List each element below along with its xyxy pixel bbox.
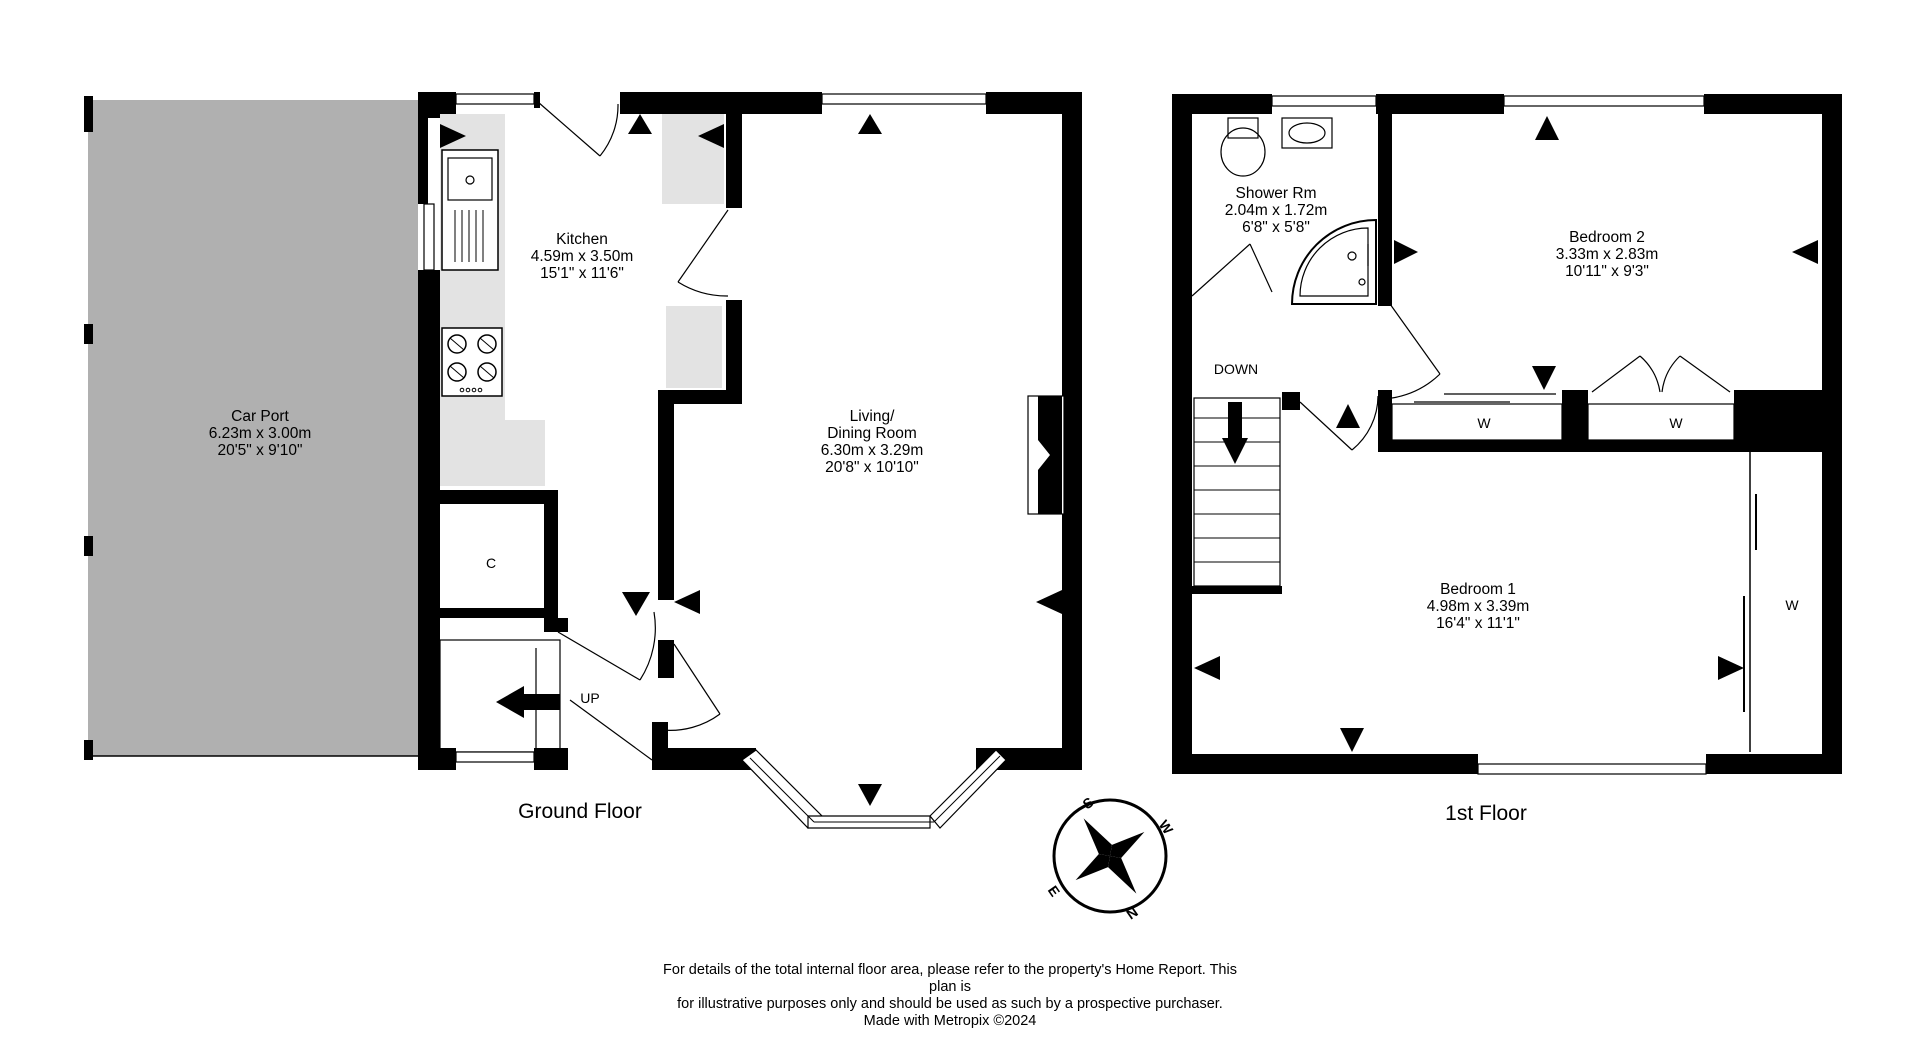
kitchen-metric: 4.59m x 3.50m xyxy=(531,248,634,265)
compass-north: N xyxy=(1123,904,1140,923)
stairs-up-label: UP xyxy=(580,690,599,706)
disclaimer: For details of the total internal floor … xyxy=(660,962,1240,1030)
bedroom1-name: Bedroom 1 xyxy=(1440,581,1516,598)
ground-floor-label: Ground Floor xyxy=(518,800,642,823)
wardrobe-label-3: W xyxy=(1785,597,1799,613)
car-port-imperial: 20'5" x 9'10" xyxy=(217,442,302,459)
living-name-line1: Living/ xyxy=(850,408,895,425)
compass-east: E xyxy=(1045,883,1063,900)
kitchen-name: Kitchen xyxy=(556,231,608,248)
first-floor-label: 1st Floor xyxy=(1445,802,1527,825)
ground-floor: Car Port 6.23m x 3.00m 20'5" x 9'10" Kit… xyxy=(84,92,1082,829)
dimension-markers xyxy=(440,114,1062,806)
bedroom2-name: Bedroom 2 xyxy=(1569,229,1645,246)
disclaimer-line2: for illustrative purposes only and shoul… xyxy=(677,996,1223,1012)
disclaimer-line1: For details of the total internal floor … xyxy=(663,962,1237,995)
first-floor-markers xyxy=(1194,116,1818,752)
compass-west: W xyxy=(1156,817,1177,838)
first-floor-walls xyxy=(1172,94,1842,775)
shower-imperial: 6'8" x 5'8" xyxy=(1242,219,1310,236)
car-port-name: Car Port xyxy=(231,408,289,425)
car-port xyxy=(84,96,418,760)
first-floor-doors xyxy=(1299,303,1731,451)
living-metric: 6.30m x 3.29m xyxy=(821,442,924,459)
living-name-line2: Dining Room xyxy=(827,425,917,442)
kitchen-imperial: 15'1" x 11'6" xyxy=(540,265,624,282)
shower-metric: 2.04m x 1.72m xyxy=(1225,202,1328,219)
wardrobe-label-1: W xyxy=(1477,415,1491,431)
sink xyxy=(441,149,499,271)
bedroom2-imperial: 10'11" x 9'3" xyxy=(1565,263,1649,280)
shower-fixtures xyxy=(1220,117,1377,305)
shower-name: Shower Rm xyxy=(1236,185,1317,202)
hob xyxy=(441,327,503,397)
bedroom1-metric: 4.98m x 3.39m xyxy=(1427,598,1530,615)
wardrobe-label-2: W xyxy=(1669,415,1683,431)
stairs-down-label: DOWN xyxy=(1214,361,1258,377)
disclaimer-line3: Made with Metropix ©2024 xyxy=(863,1013,1037,1029)
cupboard-label: C xyxy=(486,555,496,571)
ground-floor-doors xyxy=(537,101,729,761)
compass-rose: N S E W xyxy=(1045,794,1177,923)
first-floor: Shower Rm 2.04m x 1.72m 6'8" x 5'8" Bedr… xyxy=(1172,94,1842,825)
car-port-metric: 6.23m x 3.00m xyxy=(209,425,312,442)
ground-floor-walls xyxy=(418,92,1082,829)
bedroom1-imperial: 16'4" x 11'1" xyxy=(1436,615,1520,632)
bedroom2-metric: 3.33m x 2.83m xyxy=(1556,246,1659,263)
kitchen-units xyxy=(440,114,724,486)
living-imperial: 20'8" x 10'10" xyxy=(825,459,919,476)
